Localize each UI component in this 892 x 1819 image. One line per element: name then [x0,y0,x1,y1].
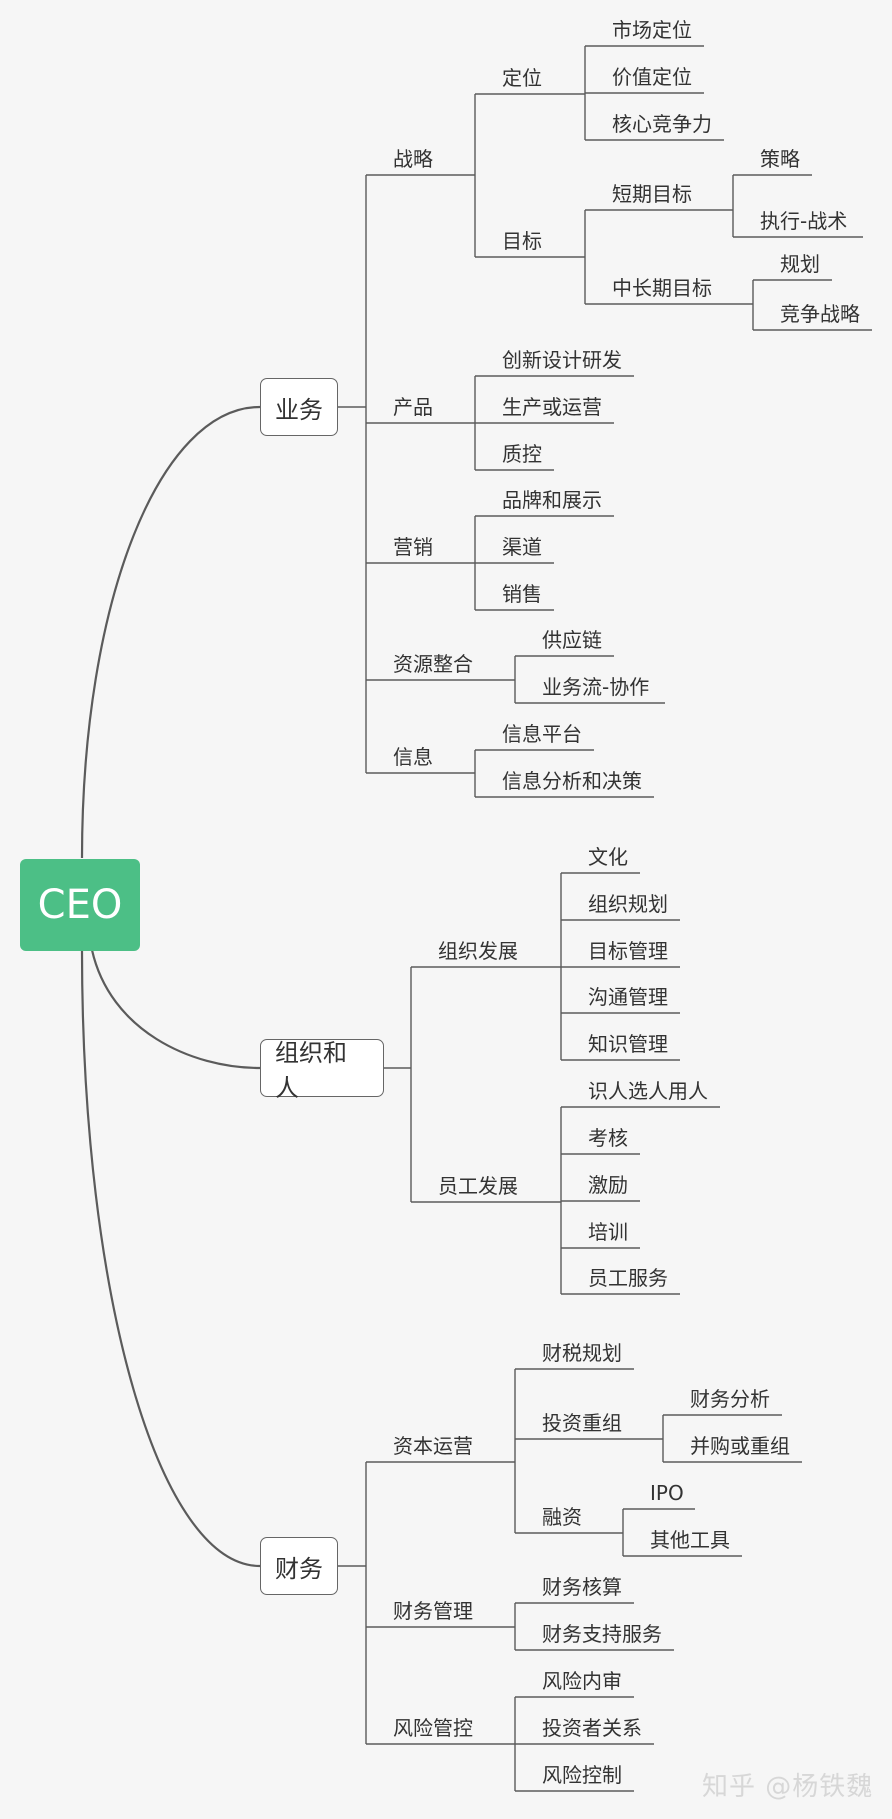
watermark: 知乎 @杨铁魏 [702,1772,874,1802]
topic-node[interactable]: 识人选人用人 [588,1079,708,1103]
topic-node[interactable]: 投资重组 [542,1411,622,1435]
topic-node[interactable]: 财税规划 [542,1341,622,1365]
topic-node[interactable]: 产品 [393,395,433,419]
topic-node[interactable]: 创新设计研发 [502,348,622,372]
topic-node[interactable]: 激励 [588,1173,628,1197]
topic-node[interactable]: 信息平台 [502,722,582,746]
topic-node[interactable]: 销售 [502,582,542,606]
topic-node[interactable]: 文化 [588,845,628,869]
topic-node[interactable]: 资源整合 [393,652,473,676]
branch-node-finance[interactable]: 财务 [260,1537,338,1595]
topic-node[interactable]: 目标管理 [588,939,668,963]
topic-node[interactable]: 质控 [502,442,542,466]
topic-node[interactable]: 并购或重组 [690,1434,790,1458]
branch-node-organization-people[interactable]: 组织和人 [260,1039,384,1102]
branch-label: 业务 [275,395,323,424]
topic-node[interactable]: 规划 [780,252,820,276]
topic-node[interactable]: 信息分析和决策 [502,769,642,793]
branch-label: 组织和人 [275,1039,347,1102]
topic-node[interactable]: 资本运营 [393,1434,473,1458]
topic-node[interactable]: 组织发展 [438,939,518,963]
topic-node[interactable]: 短期目标 [612,182,692,206]
topic-node[interactable]: 考核 [588,1126,628,1150]
topic-node[interactable]: IPO [650,1481,684,1505]
topic-node[interactable]: 风险内审 [542,1669,622,1693]
topic-node[interactable]: 财务支持服务 [542,1622,662,1646]
topic-node[interactable]: 执行-战术 [760,209,848,233]
topic-node[interactable]: 供应链 [542,628,602,652]
topic-node[interactable]: 竞争战略 [780,302,860,326]
topic-node[interactable]: 财务管理 [393,1599,473,1623]
topic-node[interactable]: 风险控制 [542,1763,622,1787]
root-curve-finance [80,950,261,1568]
topic-node[interactable]: 员工服务 [588,1266,668,1290]
topic-node[interactable]: 市场定位 [612,18,692,42]
topic-node[interactable]: 生产或运营 [502,395,602,419]
topic-node[interactable]: 培训 [588,1220,628,1244]
root-node-label: CEO [37,882,123,928]
topic-node[interactable]: 沟通管理 [588,985,668,1009]
root-curve-business [80,405,261,859]
topic-node[interactable]: 业务流-协作 [542,675,650,699]
branch-label: 财务 [275,1554,323,1583]
topic-node[interactable]: 其他工具 [650,1528,730,1552]
branch-node-business[interactable]: 业务 [260,378,338,436]
topic-node[interactable]: 策略 [760,147,800,171]
topic-node[interactable]: 目标 [502,229,542,253]
topic-node[interactable]: 财务核算 [542,1575,622,1599]
topic-node[interactable]: 价值定位 [612,65,692,89]
root-node-ceo[interactable]: CEO [20,859,140,951]
topic-node[interactable]: 投资者关系 [542,1716,642,1740]
topic-node[interactable]: 营销 [393,535,433,559]
topic-node[interactable]: 财务分析 [690,1387,770,1411]
topic-node[interactable]: 品牌和展示 [502,488,602,512]
topic-node[interactable]: 核心竞争力 [612,112,712,136]
topic-node[interactable]: 组织规划 [588,892,668,916]
topic-node[interactable]: 定位 [502,66,542,90]
topic-node[interactable]: 融资 [542,1505,582,1529]
topic-node[interactable]: 知识管理 [588,1032,668,1056]
topic-node[interactable]: 渠道 [502,535,542,559]
topic-node[interactable]: 信息 [393,745,433,769]
topic-node[interactable]: 战略 [393,147,433,171]
topic-node[interactable]: 员工发展 [438,1174,518,1198]
root-curve-organization-people [90,949,261,1070]
topic-node[interactable]: 中长期目标 [612,276,712,300]
topic-node[interactable]: 风险管控 [393,1716,473,1740]
